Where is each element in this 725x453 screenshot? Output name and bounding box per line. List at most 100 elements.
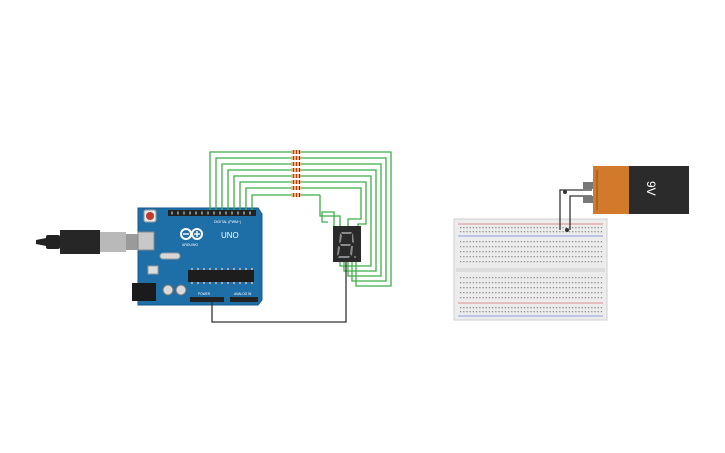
breadboard-hole[interactable] xyxy=(466,251,468,253)
breadboard-hole[interactable] xyxy=(578,297,580,299)
breadboard-hole[interactable] xyxy=(591,256,593,258)
breadboard-hole[interactable] xyxy=(594,277,596,279)
breadboard-hole[interactable] xyxy=(533,227,535,229)
resistor[interactable] xyxy=(291,186,301,190)
breadboard-hole[interactable] xyxy=(568,256,571,258)
breadboard-hole[interactable] xyxy=(552,311,555,313)
breadboard-hole[interactable] xyxy=(511,297,513,299)
breadboard-hole[interactable] xyxy=(472,246,475,248)
breadboard-hole[interactable] xyxy=(556,261,558,263)
breadboard-hole[interactable] xyxy=(460,261,462,263)
breadboard-hole[interactable] xyxy=(572,282,574,284)
breadboard-hole[interactable] xyxy=(488,287,491,289)
breadboard-hole[interactable] xyxy=(588,287,590,289)
breadboard-hole[interactable] xyxy=(517,282,519,284)
breadboard-hole[interactable] xyxy=(568,246,571,248)
breadboard-hole[interactable] xyxy=(466,261,468,263)
breadboard-hole[interactable] xyxy=(575,251,577,253)
breadboard-hole[interactable] xyxy=(482,246,484,248)
breadboard-hole[interactable] xyxy=(568,277,571,279)
breadboard-hole[interactable] xyxy=(568,287,571,289)
breadboard-hole[interactable] xyxy=(552,241,555,243)
breadboard-hole[interactable] xyxy=(572,307,574,309)
breadboard-hole[interactable] xyxy=(552,292,555,294)
breadboard-hole[interactable] xyxy=(556,297,558,299)
breadboard-hole[interactable] xyxy=(524,282,526,284)
breadboard-hole[interactable] xyxy=(546,311,548,313)
breadboard-hole[interactable] xyxy=(504,251,507,253)
breadboard-hole[interactable] xyxy=(476,227,478,229)
breadboard-hole[interactable] xyxy=(504,292,507,294)
breadboard-hole[interactable] xyxy=(581,261,583,263)
breadboard-hole[interactable] xyxy=(517,277,519,279)
breadboard-hole[interactable] xyxy=(536,292,539,294)
breadboard-hole[interactable] xyxy=(498,227,500,229)
breadboard-hole[interactable] xyxy=(495,256,497,258)
breadboard-hole[interactable] xyxy=(578,227,580,229)
breadboard-hole[interactable] xyxy=(517,256,519,258)
resistor[interactable] xyxy=(291,162,301,166)
breadboard-holes[interactable] xyxy=(460,227,603,313)
breadboard-hole[interactable] xyxy=(520,277,523,279)
breadboard-hole[interactable] xyxy=(495,287,497,289)
breadboard-hole[interactable] xyxy=(536,307,539,309)
breadboard-hole[interactable] xyxy=(485,246,487,248)
breadboard-hole[interactable] xyxy=(514,246,516,248)
breadboard-hole[interactable] xyxy=(565,307,567,309)
breadboard-hole[interactable] xyxy=(549,307,551,309)
breadboard-hole[interactable] xyxy=(594,256,596,258)
breadboard-hole[interactable] xyxy=(508,261,510,263)
breadboard-hole[interactable] xyxy=(591,277,593,279)
breadboard-hole[interactable] xyxy=(584,297,587,299)
breadboard-hole[interactable] xyxy=(524,311,526,313)
breadboard-hole[interactable] xyxy=(498,246,500,248)
breadboard-hole[interactable] xyxy=(498,311,500,313)
breadboard-hole[interactable] xyxy=(536,287,539,289)
breadboard-hole[interactable] xyxy=(460,231,462,233)
breadboard-hole[interactable] xyxy=(572,231,574,233)
breadboard-hole[interactable] xyxy=(591,241,593,243)
breadboard-hole[interactable] xyxy=(565,251,567,253)
breadboard-hole[interactable] xyxy=(479,277,481,279)
breadboard-hole[interactable] xyxy=(543,246,545,248)
breadboard-hole[interactable] xyxy=(514,282,516,284)
breadboard-hole[interactable] xyxy=(514,241,516,243)
breadboard-hole[interactable] xyxy=(504,256,507,258)
breadboard-hole[interactable] xyxy=(584,307,587,309)
breadboard-hole[interactable] xyxy=(514,307,516,309)
breadboard-hole[interactable] xyxy=(517,292,519,294)
breadboard-hole[interactable] xyxy=(591,261,593,263)
breadboard-hole[interactable] xyxy=(514,227,516,229)
breadboard-hole[interactable] xyxy=(469,277,471,279)
breadboard-hole[interactable] xyxy=(498,307,500,309)
breadboard-hole[interactable] xyxy=(581,292,583,294)
breadboard-hole[interactable] xyxy=(460,307,462,309)
breadboard-hole[interactable] xyxy=(501,311,503,313)
breadboard-hole[interactable] xyxy=(463,261,465,263)
breadboard-hole[interactable] xyxy=(533,256,535,258)
breadboard-hole[interactable] xyxy=(575,282,577,284)
breadboard-hole[interactable] xyxy=(520,241,523,243)
breadboard-hole[interactable] xyxy=(469,241,471,243)
breadboard-hole[interactable] xyxy=(552,251,555,253)
breadboard-hole[interactable] xyxy=(524,231,526,233)
breadboard-hole[interactable] xyxy=(460,282,462,284)
breadboard-hole[interactable] xyxy=(562,282,564,284)
breadboard-hole[interactable] xyxy=(600,256,603,258)
breadboard-hole[interactable] xyxy=(469,246,471,248)
breadboard-hole[interactable] xyxy=(559,311,561,313)
breadboard-hole[interactable] xyxy=(527,231,529,233)
breadboard-hole[interactable] xyxy=(460,292,462,294)
breadboard-hole[interactable] xyxy=(482,282,484,284)
resistor[interactable] xyxy=(291,150,301,154)
breadboard-hole[interactable] xyxy=(527,297,529,299)
resistor[interactable] xyxy=(291,168,301,172)
breadboard-hole[interactable] xyxy=(463,311,465,313)
breadboard-hole[interactable] xyxy=(581,307,583,309)
arduino-uno-board[interactable]: DIGITAL (PWM~) UNO ARDUINO xyxy=(132,207,263,306)
breadboard-hole[interactable] xyxy=(575,246,577,248)
resistor[interactable] xyxy=(291,180,301,184)
breadboard-hole[interactable] xyxy=(588,246,590,248)
breadboard-hole[interactable] xyxy=(527,282,529,284)
